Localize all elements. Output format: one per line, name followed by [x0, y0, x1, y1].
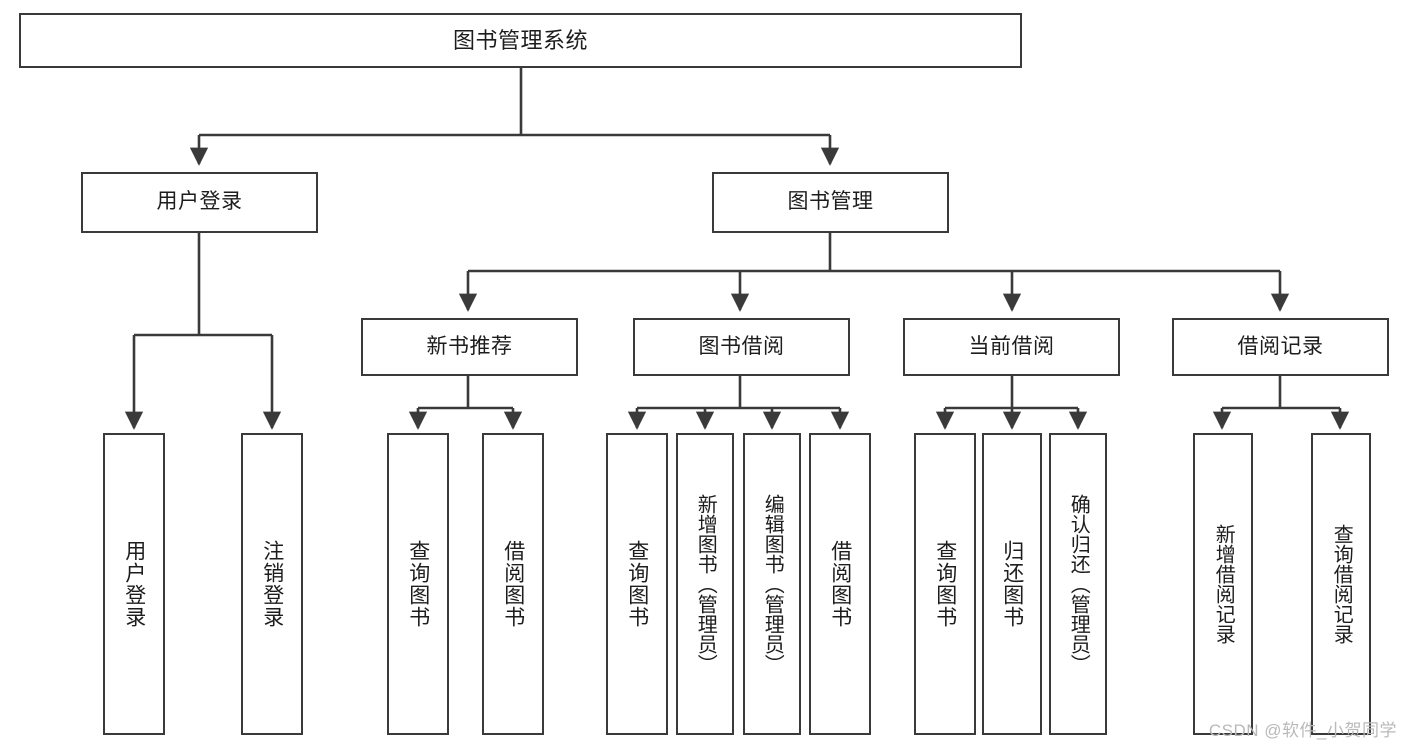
- leaf-query-borrow-record[interactable]: 查询借阅记录: [1311, 433, 1371, 735]
- leaf-confirm-return-admin[interactable]: 确认归还（管理员）: [1049, 433, 1107, 735]
- node-label: 新增图书（管理员）: [694, 494, 717, 674]
- node-user-login[interactable]: 用户登录: [81, 172, 318, 233]
- node-label: 查询图书: [933, 540, 957, 628]
- node-label: 查询图书: [406, 540, 430, 628]
- leaf-query-book-current[interactable]: 查询图书: [914, 433, 976, 735]
- node-label: 当前借阅: [968, 334, 1055, 358]
- node-book-management[interactable]: 图书管理: [712, 172, 949, 233]
- node-label: 借阅记录: [1237, 334, 1324, 358]
- node-book-borrow[interactable]: 图书借阅: [633, 318, 850, 376]
- leaf-add-book-admin[interactable]: 新增图书（管理员）: [676, 433, 734, 735]
- node-root-book-management-system[interactable]: 图书管理系统: [19, 13, 1022, 68]
- leaf-return-book[interactable]: 归还图书: [982, 433, 1042, 735]
- node-current-borrow[interactable]: 当前借阅: [903, 318, 1120, 376]
- node-label: 编辑图书（管理员）: [761, 494, 784, 674]
- watermark: CSDN @软件_小贺同学: [1208, 721, 1397, 740]
- node-label: 新增借阅记录: [1212, 524, 1235, 644]
- node-label: 图书管理: [787, 190, 874, 214]
- node-label: 查询图书: [625, 540, 649, 628]
- node-new-book-recommend[interactable]: 新书推荐: [361, 318, 578, 376]
- node-label: 查询借阅记录: [1330, 524, 1353, 644]
- leaf-query-book-borrow[interactable]: 查询图书: [606, 433, 668, 735]
- node-label: 新书推荐: [426, 334, 513, 358]
- node-label: 注销登录: [260, 540, 284, 628]
- node-borrow-record[interactable]: 借阅记录: [1172, 318, 1389, 376]
- leaf-user-logout[interactable]: 注销登录: [241, 433, 303, 735]
- leaf-add-borrow-record[interactable]: 新增借阅记录: [1193, 433, 1253, 735]
- node-label: 图书管理系统: [452, 27, 588, 53]
- leaf-borrow-book-recommend[interactable]: 借阅图书: [482, 433, 544, 735]
- node-label: 归还图书: [1000, 540, 1024, 628]
- node-label: 图书借阅: [698, 334, 785, 358]
- leaf-query-book-recommend[interactable]: 查询图书: [387, 433, 449, 735]
- node-label: 用户登录: [156, 190, 243, 214]
- node-label: 确认归还（管理员）: [1067, 494, 1090, 674]
- leaf-user-login[interactable]: 用户登录: [103, 433, 165, 735]
- node-label: 用户登录: [122, 540, 146, 628]
- leaf-borrow-book[interactable]: 借阅图书: [809, 433, 871, 735]
- node-label: 借阅图书: [828, 540, 852, 628]
- leaf-edit-book-admin[interactable]: 编辑图书（管理员）: [743, 433, 801, 735]
- node-label: 借阅图书: [501, 540, 525, 628]
